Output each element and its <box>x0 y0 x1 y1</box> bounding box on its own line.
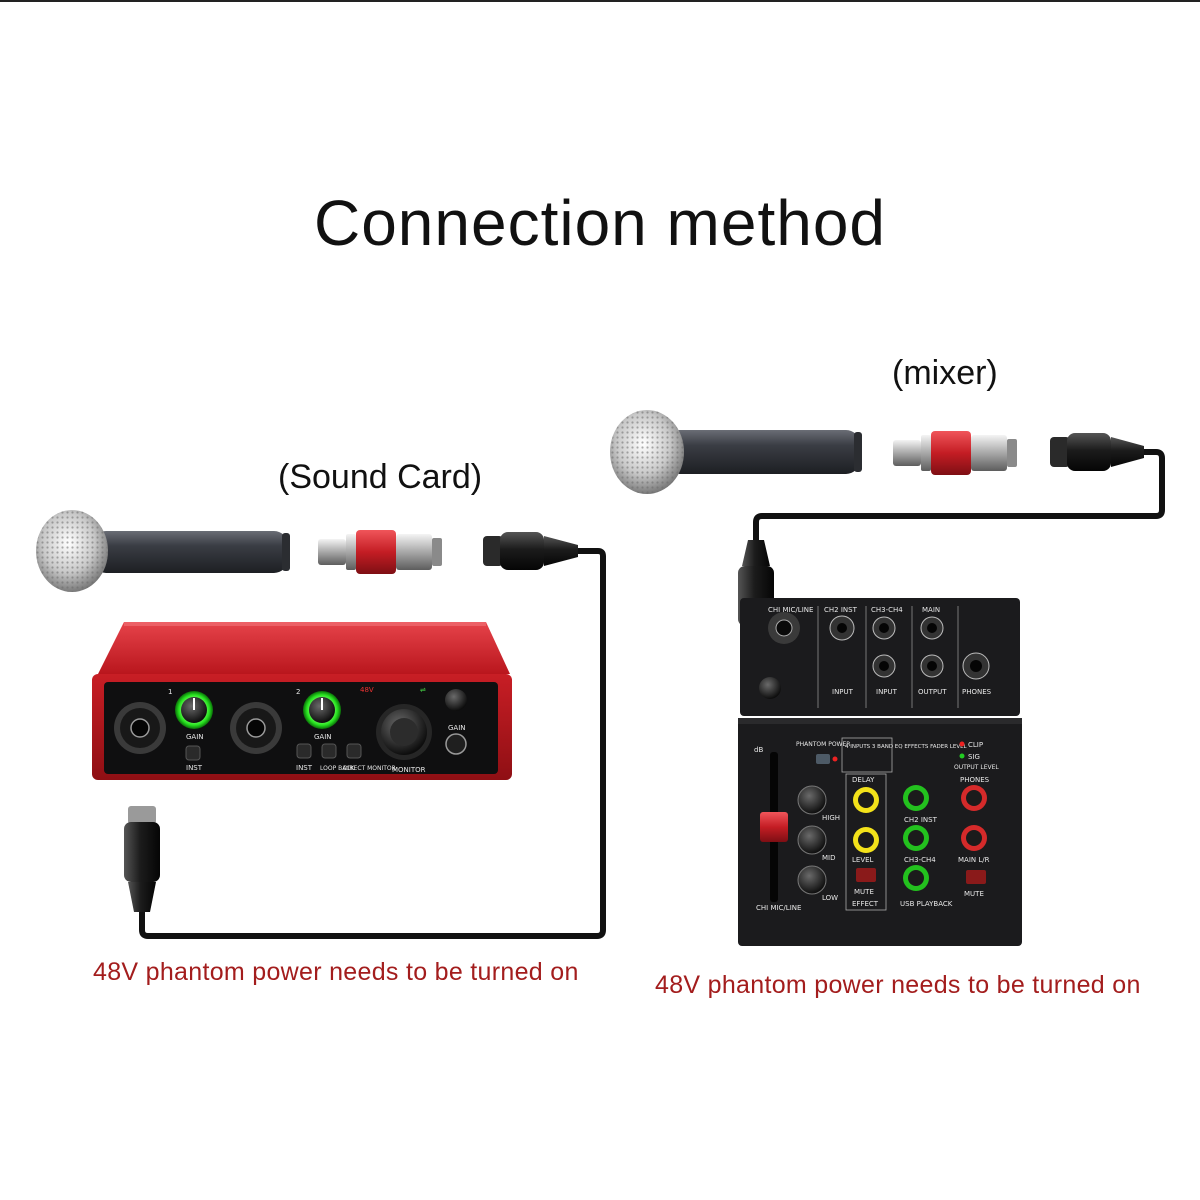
mixer-rear-gain-knob <box>759 677 781 699</box>
sc-input-jack-2 <box>230 702 282 754</box>
mixer-db-label: dB <box>754 746 763 754</box>
mixer-clip-label: CLIP <box>968 741 983 749</box>
sc-input-jack-1 <box>114 702 166 754</box>
mixer-high-label: HIGH <box>822 814 840 822</box>
right-cable <box>753 433 1165 540</box>
sc-loopback-label: LOOP BACK <box>320 765 355 772</box>
left-microphone <box>36 510 290 592</box>
sc-gain-knob-2 <box>303 691 341 729</box>
mixer-rear-phones-label: PHONES <box>962 688 992 696</box>
mixer-main-mute-label: MUTE <box>964 890 984 898</box>
sc-inst-button-2 <box>296 743 312 759</box>
sc-monitor-knob <box>376 704 432 760</box>
sc-direct-monitor-button <box>346 743 362 759</box>
page-title: Connection method <box>313 187 887 259</box>
sc-inst-label-2: INST <box>296 764 313 772</box>
mixer-rear-ch1-label: CHI MIC/LINE <box>768 606 813 614</box>
left-male-xlr-plug <box>124 806 160 912</box>
mixer-ch34b-label: CH3-CH4 <box>904 856 936 864</box>
mixer-phantom-note: 48V phantom power needs to be turned on <box>655 971 1141 999</box>
mixer-level-label: LEVEL <box>852 856 874 864</box>
mixer-eq-mid-knob <box>797 825 827 855</box>
mixer-rear-ch34-label: CH3-CH4 <box>871 606 903 614</box>
right-microphone <box>610 410 862 494</box>
mixer-label: (mixer) <box>892 354 998 392</box>
mixer-rear-main-label: MAIN <box>922 606 940 614</box>
mixer-fader-cap <box>760 812 788 842</box>
sound-card-label: (Sound Card) <box>278 458 483 496</box>
sc-monitor-label: MONITOR <box>392 766 426 774</box>
mixer-phones-label: PHONES <box>960 776 990 784</box>
sc-headphone-jack <box>445 733 467 755</box>
mixer-main-lr-label: MAIN L/R <box>958 856 990 864</box>
mixer-effect-mute-label: MUTE <box>854 888 874 896</box>
right-xlr-adapter <box>893 431 1017 475</box>
sc-usb-icon: ⇌ <box>420 686 426 694</box>
sound-card: 1 2 GAIN GAIN INST INST LOOP BACK DIRECT… <box>92 622 512 780</box>
mixer-ch1-bottom-label: CHI MIC/LINE <box>756 904 801 912</box>
sc-48v-indicator: 48V <box>360 686 374 694</box>
sc-headphone-gain-knob <box>445 689 467 711</box>
sc-gain-label-1: GAIN <box>186 733 204 741</box>
sc-ch2-number: 2 <box>296 688 300 696</box>
mixer-low-label: LOW <box>822 894 838 902</box>
sc-gain-knob-1 <box>175 691 213 729</box>
mixer: CHI MIC/LINE CH2 INST CH3-CH4 MAIN INPUT… <box>738 598 1022 946</box>
mixer-phantom-button <box>816 754 830 764</box>
mixer-features-label: 4 INPUTS 3 BAND EQ EFFECTS FADER LEVEL <box>845 744 968 750</box>
sc-inst-label-1: INST <box>186 764 203 772</box>
sc-ch1-number: 1 <box>168 688 172 696</box>
sc-loopback-button <box>321 743 337 759</box>
top-border-line <box>0 0 1200 2</box>
sound-card-phantom-note: 48V phantom power needs to be turned on <box>93 958 579 986</box>
left-cable <box>139 532 606 939</box>
mixer-phantom-label: PHANTOM POWER <box>796 741 850 748</box>
mixer-usb-playback-label: USB PLAYBACK <box>900 900 953 908</box>
mixer-ch2inst-label: CH2 INST <box>904 816 938 824</box>
sc-inst-button-1 <box>185 745 201 761</box>
mixer-eq-high-knob <box>797 785 827 815</box>
mixer-sig-label: SIG <box>968 753 980 761</box>
mixer-rear-input1-label: INPUT <box>832 688 854 696</box>
mixer-mid-label: MID <box>822 854 836 862</box>
mixer-clip-led <box>959 741 965 747</box>
mixer-delay-label: DELAY <box>852 776 875 784</box>
mixer-phantom-led <box>832 756 838 762</box>
mixer-sig-led <box>959 753 965 759</box>
left-xlr-adapter <box>318 530 442 574</box>
sc-direct-monitor-label: DIRECT MONITOR <box>343 765 396 772</box>
mixer-rear-output-label: OUTPUT <box>918 688 947 696</box>
sc-gain-label-2: GAIN <box>314 733 332 741</box>
mixer-main-mute-button <box>966 870 986 884</box>
mixer-output-level-label: OUTPUT LEVEL <box>954 764 999 771</box>
mixer-eq-low-knob <box>797 865 827 895</box>
mixer-rear-input2-label: INPUT <box>876 688 898 696</box>
mixer-effect-mute-button <box>856 868 876 882</box>
mixer-rear-ch2-label: CH2 INST <box>824 606 858 614</box>
sc-headphone-gain-label: GAIN <box>448 724 466 732</box>
mixer-effect-label: EFFECT <box>852 900 879 908</box>
